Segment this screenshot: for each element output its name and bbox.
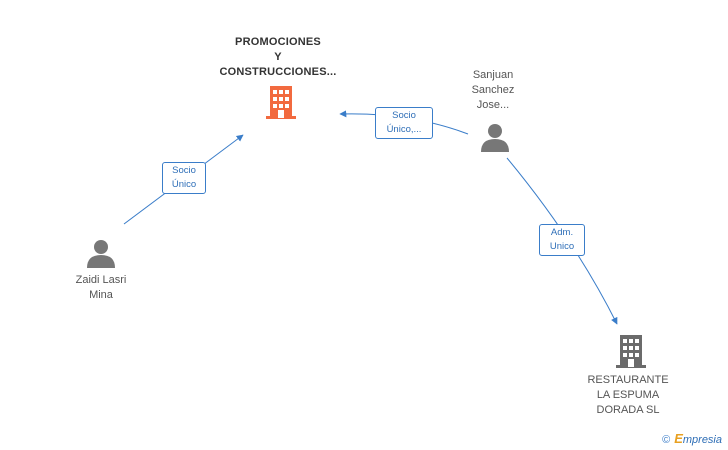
node-label-sanjuan[interactable]: Sanjuan Sanchez Jose... bbox=[471, 69, 515, 111]
person-icon[interactable] bbox=[481, 124, 509, 152]
node-label-zaidi[interactable]: Zaidi Lasri Mina bbox=[75, 274, 127, 301]
building-icon[interactable] bbox=[616, 335, 646, 368]
person-icon[interactable] bbox=[87, 240, 115, 268]
copyright-symbol: © bbox=[662, 434, 671, 446]
building-icon[interactable] bbox=[266, 86, 296, 120]
edge-label-sanjuan-promociones[interactable]: Socio Único,... bbox=[375, 107, 433, 139]
brand-footer: ©Empresia bbox=[662, 431, 722, 446]
node-label-promociones[interactable]: PROMOCIONES Y CONSTRUCCIONES... bbox=[219, 36, 337, 78]
node-label-restaurante[interactable]: RESTAURANTE LA ESPUMA DORADA SL bbox=[587, 374, 669, 416]
brand-name: mpresia bbox=[682, 434, 722, 446]
brand-logo-initial: E bbox=[674, 431, 683, 446]
edge-label-zaidi-promociones[interactable]: Socio Único bbox=[162, 162, 206, 194]
edge-label-sanjuan-restaurante[interactable]: Adm. Unico bbox=[539, 224, 585, 256]
